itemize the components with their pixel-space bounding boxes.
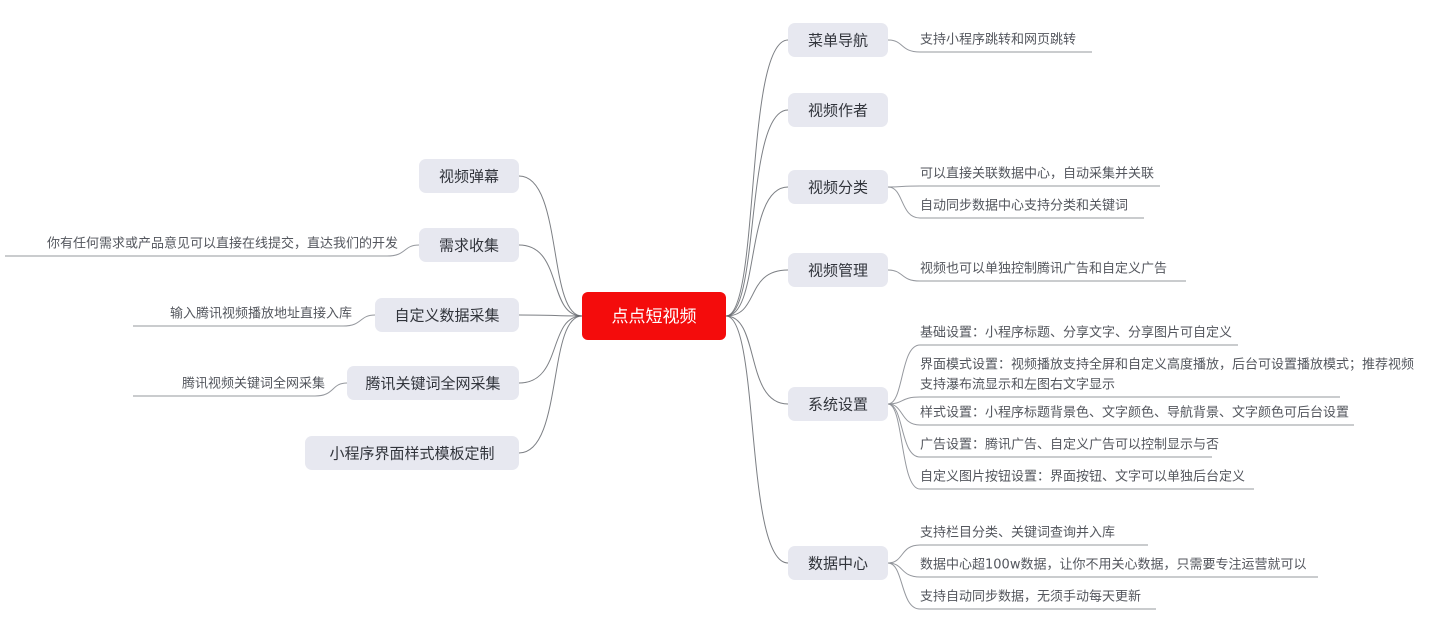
branch-node-label: 视频管理 xyxy=(808,262,868,280)
branch-node-box[interactable] xyxy=(305,436,519,470)
leaf-label: 腾讯视频关键词全网采集 xyxy=(182,376,325,392)
branch-node-label: 腾讯关键词全网采集 xyxy=(365,375,500,393)
leaf-connector xyxy=(133,314,376,327)
leaf-label: 支持瀑布流显示和左图右文字显示 xyxy=(920,378,1115,393)
leaf-label: 界面模式设置：视频播放支持全屏和自定义高度播放，后台可设置播放模式；推荐视频 xyxy=(920,357,1414,373)
leaf-connector xyxy=(887,403,1212,458)
branch-node-right-3[interactable] xyxy=(788,170,888,204)
branch-connector xyxy=(725,39,789,317)
branch-node-left-4[interactable] xyxy=(347,366,519,400)
branch-node-right-6[interactable] xyxy=(788,546,888,580)
branch-node-box[interactable] xyxy=(788,253,888,287)
root-node[interactable] xyxy=(582,292,726,340)
leaf-connector xyxy=(887,562,1156,610)
branch-node-label: 视频作者 xyxy=(808,102,868,120)
branch-node-box[interactable] xyxy=(788,93,888,127)
branch-connector xyxy=(725,269,789,317)
leaf-connector xyxy=(887,544,1148,564)
branch-node-right-2[interactable] xyxy=(788,93,888,127)
branch-node-left-5[interactable] xyxy=(305,436,519,470)
branch-node-right-1[interactable] xyxy=(788,23,888,57)
branch-node-label: 需求收集 xyxy=(439,237,499,255)
branch-node-right-5[interactable] xyxy=(788,387,888,421)
leaf-label: 支持自动同步数据，无须手动每天更新 xyxy=(920,589,1141,605)
leaf-connector xyxy=(133,382,348,397)
root-node-box[interactable] xyxy=(582,292,726,340)
branch-node-label: 小程序界面样式模板定制 xyxy=(329,445,494,463)
leaf-connector xyxy=(887,186,1144,219)
leaf-connector xyxy=(887,562,1318,578)
leaf-label: 视频也可以单独控制腾讯广告和自定义广告 xyxy=(920,261,1167,277)
branch-node-label: 自定义数据采集 xyxy=(394,307,499,325)
leaf-connector xyxy=(5,244,420,257)
branch-connector xyxy=(518,315,583,384)
branch-connector xyxy=(518,175,583,317)
branch-connector xyxy=(518,314,583,317)
branch-node-left-1[interactable] xyxy=(419,159,519,193)
branch-node-right-4[interactable] xyxy=(788,253,888,287)
leaf-label: 广告设置：腾讯广告、自定义广告可以控制显示与否 xyxy=(920,437,1219,453)
leaf-label: 数据中心超100w数据，让你不用关心数据，只需要专注运营就可以 xyxy=(920,558,1306,573)
branch-connector xyxy=(518,315,583,454)
leaf-label: 支持栏目分类、关键词查询并入库 xyxy=(920,525,1115,541)
leaf-label: 可以直接关联数据中心，自动采集并关联 xyxy=(920,166,1154,182)
leaf-label: 输入腾讯视频播放地址直接入库 xyxy=(170,306,352,322)
branch-node-label: 视频弹幕 xyxy=(439,168,499,186)
branch-connector xyxy=(725,186,789,317)
branch-node-box[interactable] xyxy=(347,366,519,400)
node-layer xyxy=(305,23,888,580)
branch-connector xyxy=(725,315,789,405)
leaf-connector xyxy=(887,185,1160,188)
leaf-connector xyxy=(887,39,1092,53)
leaf-label: 样式设置：小程序标题背景色、文字颜色、导航背景、文字颜色可后台设置 xyxy=(920,405,1349,421)
leaf-label: 自动同步数据中心支持分类和关键词 xyxy=(920,199,1128,214)
branch-node-box[interactable] xyxy=(788,387,888,421)
branch-node-box[interactable] xyxy=(788,23,888,57)
leaf-connector xyxy=(887,396,1340,405)
branch-node-left-2[interactable] xyxy=(419,228,519,262)
branch-node-label: 视频分类 xyxy=(808,179,868,197)
branch-line-layer xyxy=(518,39,789,564)
leaf-connector xyxy=(887,403,1354,426)
leaf-connector-layer xyxy=(5,39,1354,610)
branch-node-box[interactable] xyxy=(419,228,519,262)
branch-node-label: 菜单导航 xyxy=(808,32,868,50)
leaf-connector xyxy=(887,269,1186,282)
leaf-label: 你有任何需求或产品意见可以直接在线提交，直达我们的开发 xyxy=(47,236,398,252)
branch-node-box[interactable] xyxy=(375,298,519,332)
branch-node-left-3[interactable] xyxy=(375,298,519,332)
leaf-connector xyxy=(887,344,1238,405)
branch-node-box[interactable] xyxy=(788,546,888,580)
branch-node-label: 数据中心 xyxy=(808,555,868,573)
leaf-connector xyxy=(887,403,1254,490)
leaf-label: 自定义图片按钮设置：界面按钮、文字可以单独后台定义 xyxy=(920,470,1245,485)
branch-node-label: 系统设置 xyxy=(808,396,868,414)
leaf-label: 基础设置：小程序标题、分享文字、分享图片可自定义 xyxy=(920,325,1232,341)
branch-connector xyxy=(518,244,583,317)
leaf-label: 支持小程序跳转和网页跳转 xyxy=(920,33,1076,48)
branch-connector xyxy=(725,109,789,317)
branch-node-box[interactable] xyxy=(788,170,888,204)
branch-connector xyxy=(725,315,789,564)
root-node-label: 点点短视频 xyxy=(612,307,697,327)
branch-node-box[interactable] xyxy=(419,159,519,193)
